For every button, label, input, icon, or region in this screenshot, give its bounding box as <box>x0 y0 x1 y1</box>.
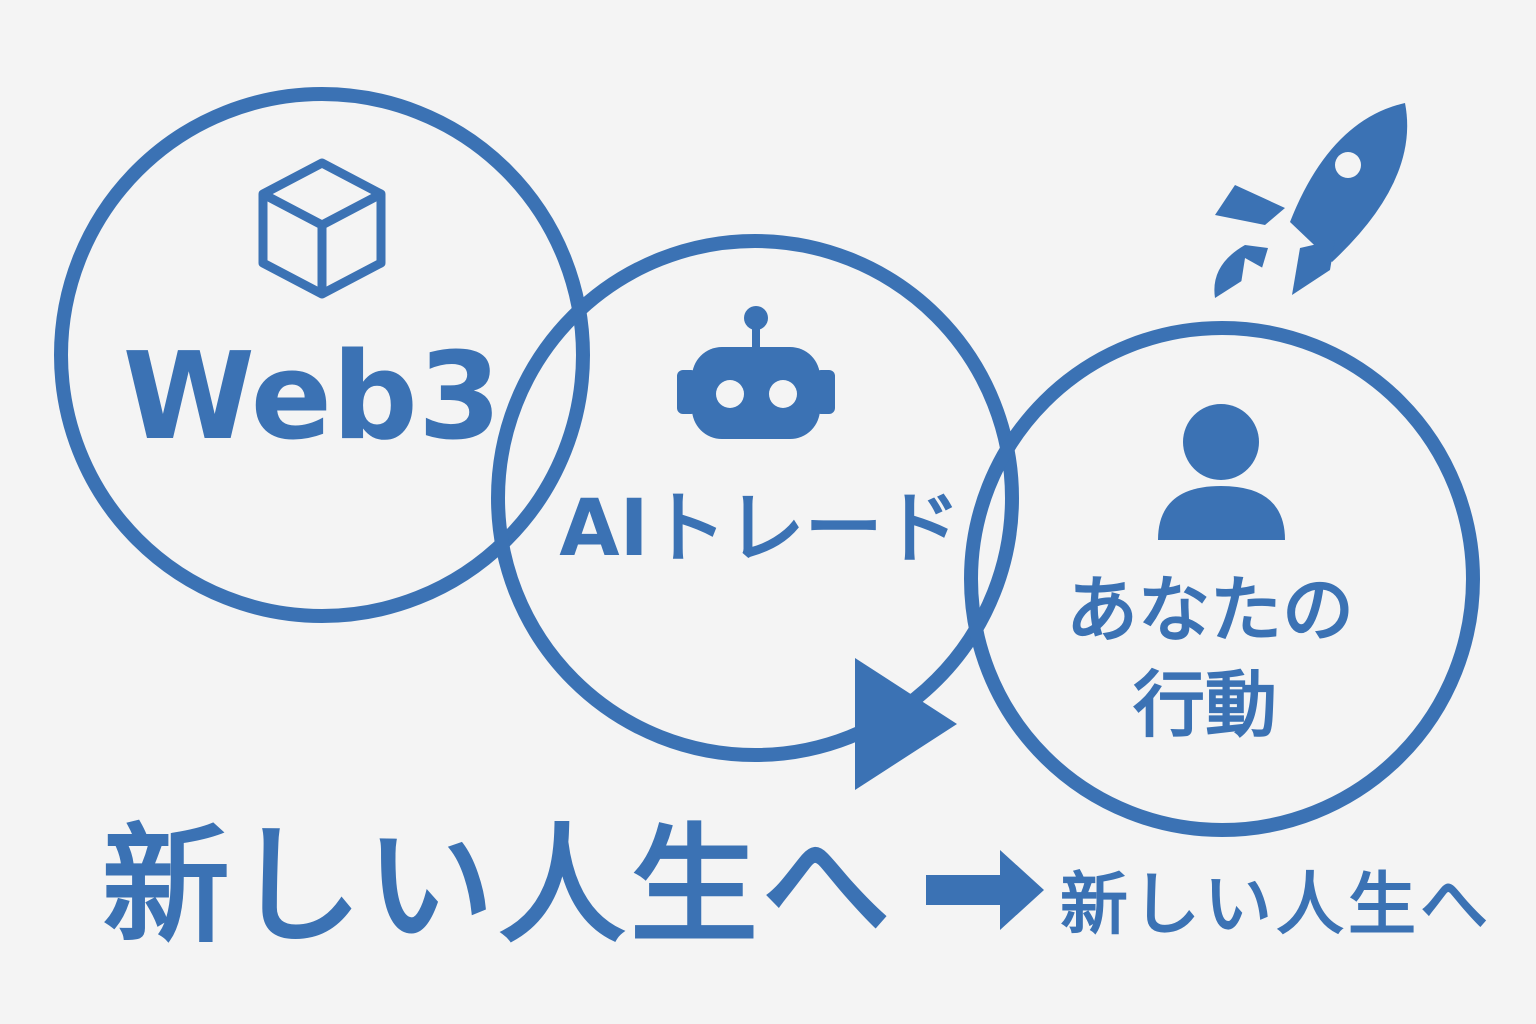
web3-label: Web3 <box>123 328 502 467</box>
secondary-slogan: 新しい人生へ <box>1060 866 1492 945</box>
rocket-icon <box>1214 103 1408 298</box>
web3-circle <box>54 87 590 623</box>
right-arrow-icon <box>926 850 1044 930</box>
ai-trade-circle <box>491 234 1019 762</box>
your-action-label-line1: あなたの <box>1066 568 1354 652</box>
robot-icon <box>677 306 835 439</box>
main-slogan: 新しい人生へ <box>102 812 894 961</box>
triangle-arrow-icon <box>855 658 957 790</box>
ai-trade-label: AIトレード <box>559 484 960 574</box>
cube-icon <box>258 158 386 299</box>
your-action-circle <box>964 321 1480 837</box>
person-icon <box>1158 404 1285 540</box>
your-action-label-line2: 行動 <box>1133 663 1277 747</box>
